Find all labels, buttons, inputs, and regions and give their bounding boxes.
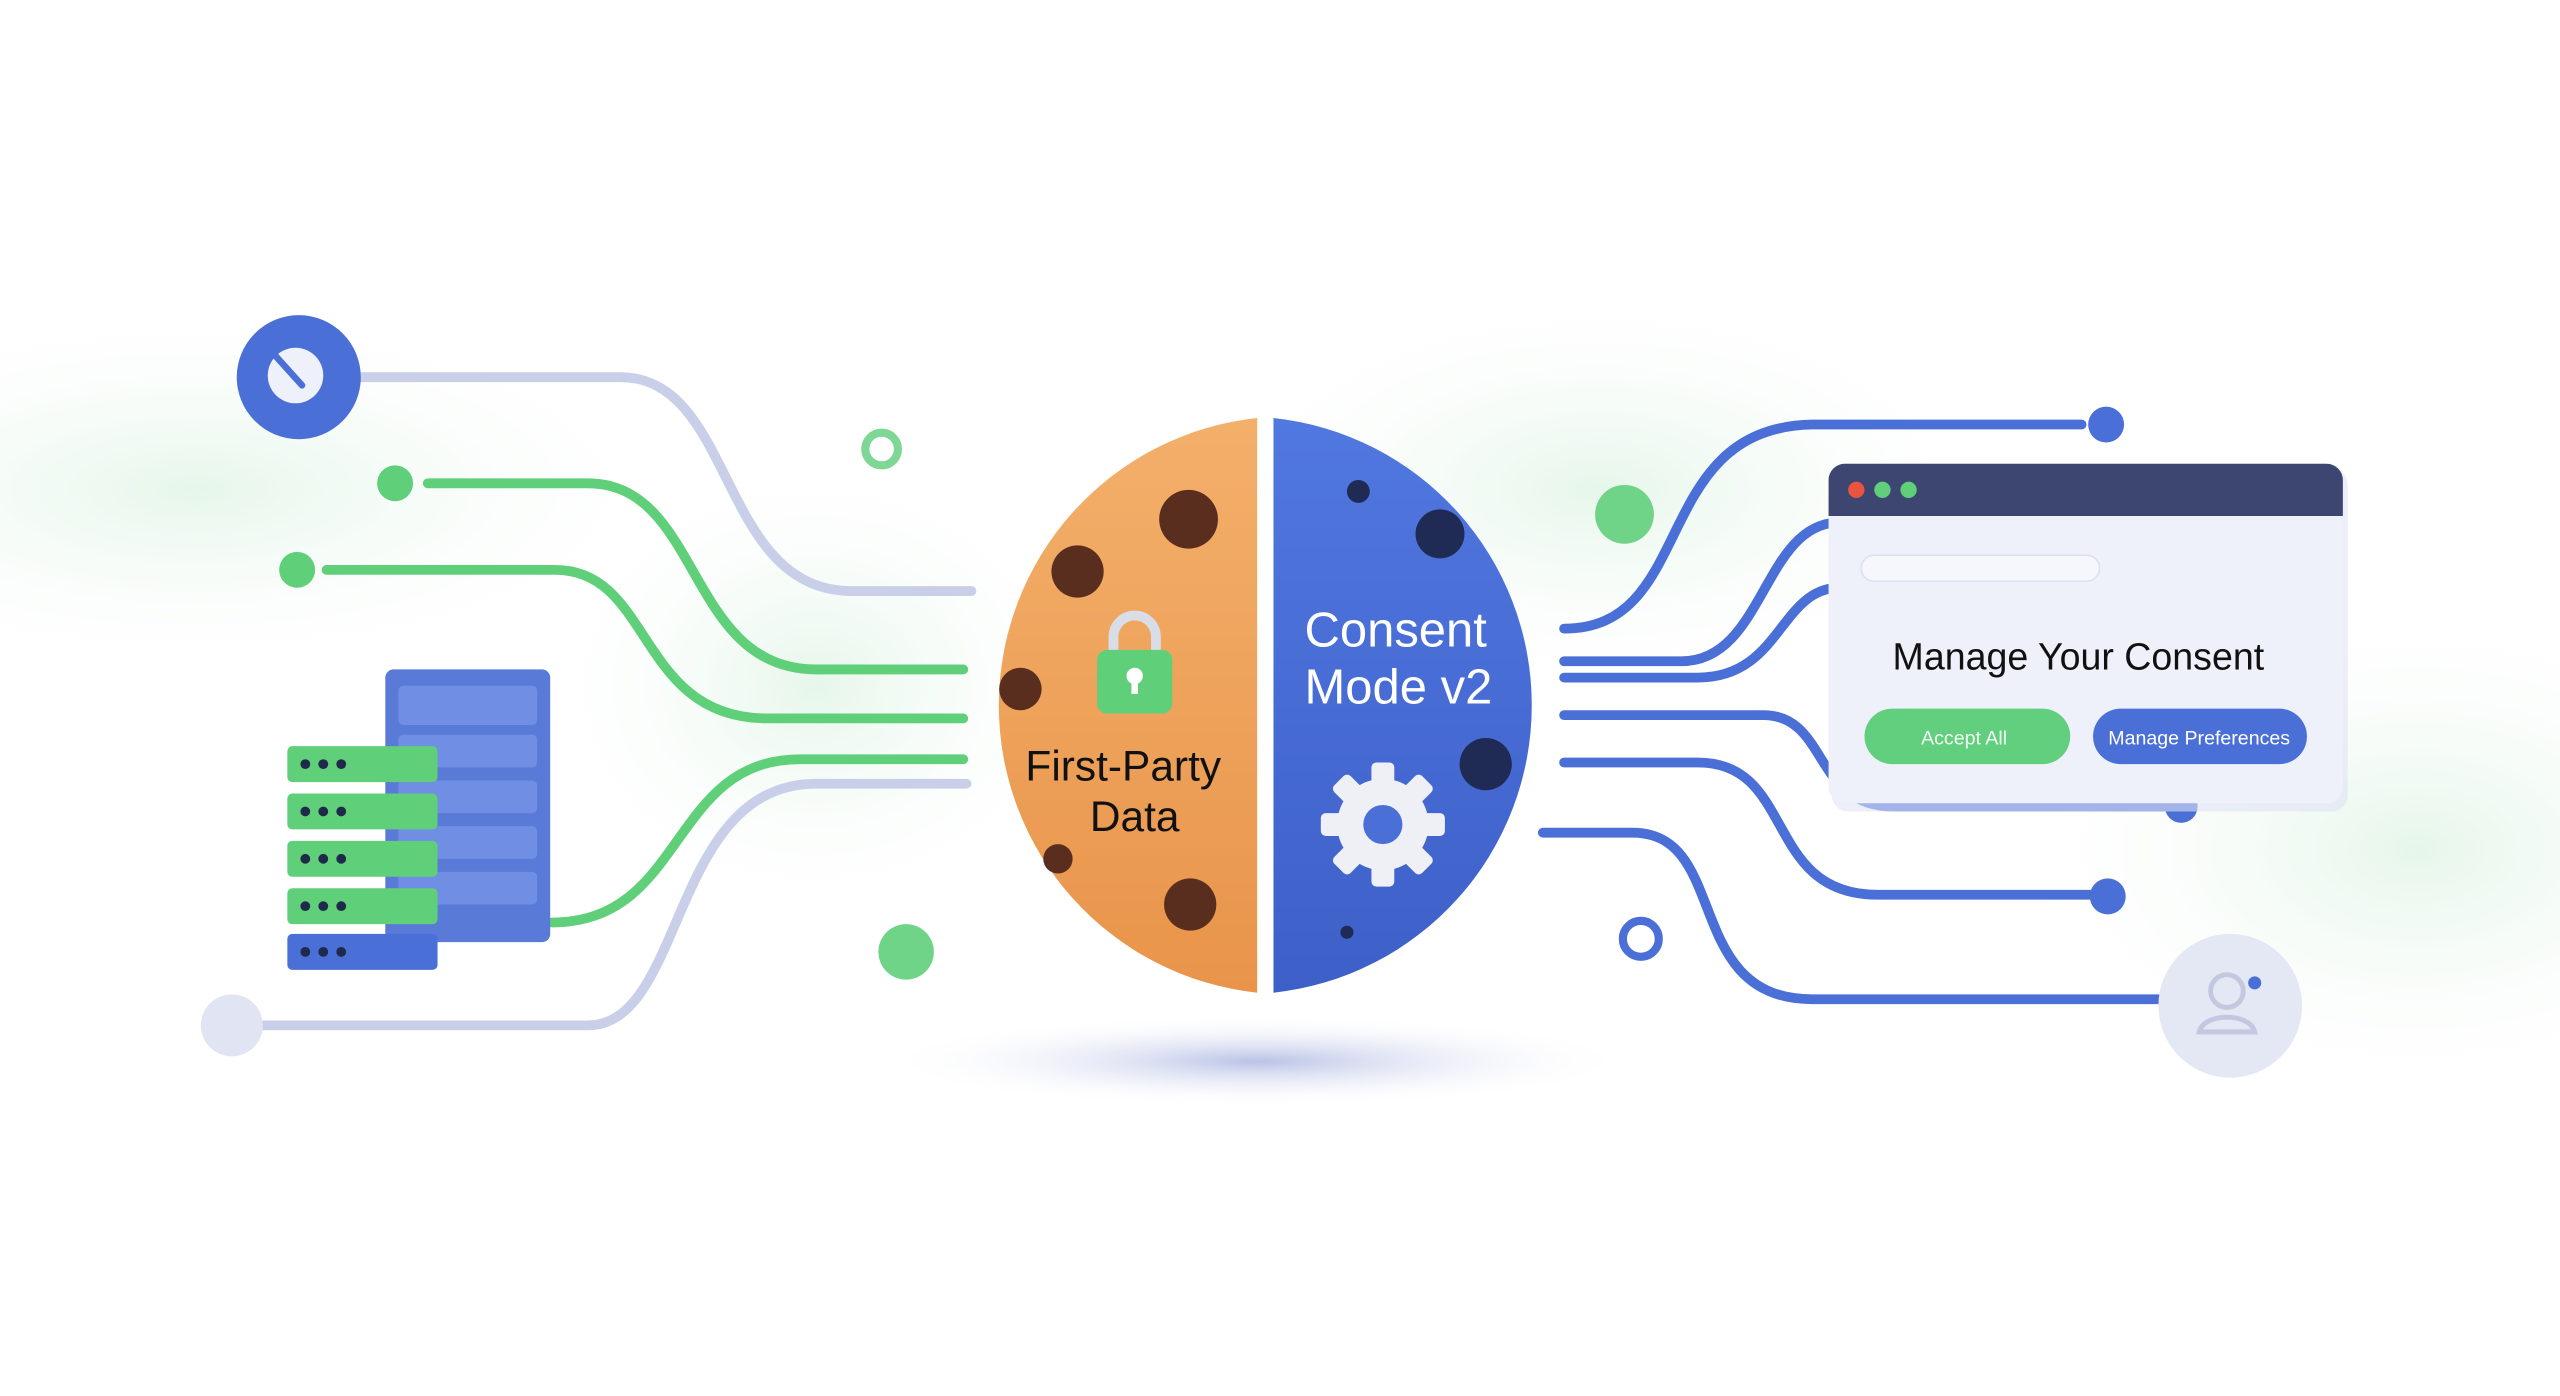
- connector-line: [546, 754, 969, 928]
- consent-mode-label-line1: Consent: [1304, 604, 1487, 658]
- manage-preferences-button[interactable]: Manage Preferences: [2093, 708, 2307, 765]
- cookie-shadow: [881, 1015, 1633, 1107]
- connector-line: [256, 778, 972, 1031]
- placeholder-bar: [1860, 554, 2101, 583]
- right-connectors: [1537, 419, 2185, 1005]
- connector-line: [422, 478, 969, 675]
- connector-line: [1559, 517, 1842, 667]
- window-titlebar: [1828, 463, 2343, 516]
- green-dot: [377, 465, 414, 502]
- consent-mode-label-line2: Mode v2: [1304, 661, 1492, 715]
- blue-ring: [1618, 916, 1663, 961]
- green-dot: [279, 551, 316, 588]
- cookie-consent-mode-half: Consent Mode v2: [1273, 418, 1532, 993]
- left-connectors: [256, 372, 977, 1031]
- connector-line: [1559, 757, 2095, 900]
- minimize-dot: [1874, 481, 1891, 498]
- green-dot: [878, 924, 934, 980]
- consent-window-title: Manage Your Consent: [1893, 635, 2265, 677]
- endpoints: [200, 406, 2198, 1057]
- user-avatar-icon: [2158, 933, 2303, 1078]
- lock-icon: [1097, 610, 1173, 714]
- consent-window: Manage Your Consent Accept All Manage Pr…: [1828, 463, 2348, 812]
- blue-dot: [2088, 406, 2125, 443]
- connector-line: [1559, 419, 2087, 634]
- green-dot: [1595, 484, 1654, 544]
- cookie-first-party-half: First-Party Data: [998, 418, 1258, 993]
- first-party-label-line2: Data: [1090, 793, 1180, 840]
- accept-all-button[interactable]: Accept All: [1864, 708, 2071, 765]
- gauge-icon: [236, 315, 361, 440]
- maximize-dot: [1900, 481, 1917, 498]
- blue-dot: [2089, 878, 2126, 915]
- connector-line: [321, 564, 969, 724]
- green-ring: [861, 428, 903, 470]
- cookie-chips: [999, 489, 1218, 931]
- manage-preferences-label: Manage Preferences: [2108, 728, 2290, 750]
- connector-line: [346, 372, 977, 596]
- close-dot: [1848, 481, 1865, 498]
- first-party-label-line1: First-Party: [1025, 742, 1221, 789]
- gray-dot: [200, 994, 263, 1057]
- accept-all-label: Accept All: [1921, 728, 2007, 750]
- connector-line: [1559, 582, 1842, 683]
- server-icon: [287, 669, 551, 970]
- gear-icon: [1320, 762, 1445, 887]
- connector-line: [1537, 827, 2164, 1005]
